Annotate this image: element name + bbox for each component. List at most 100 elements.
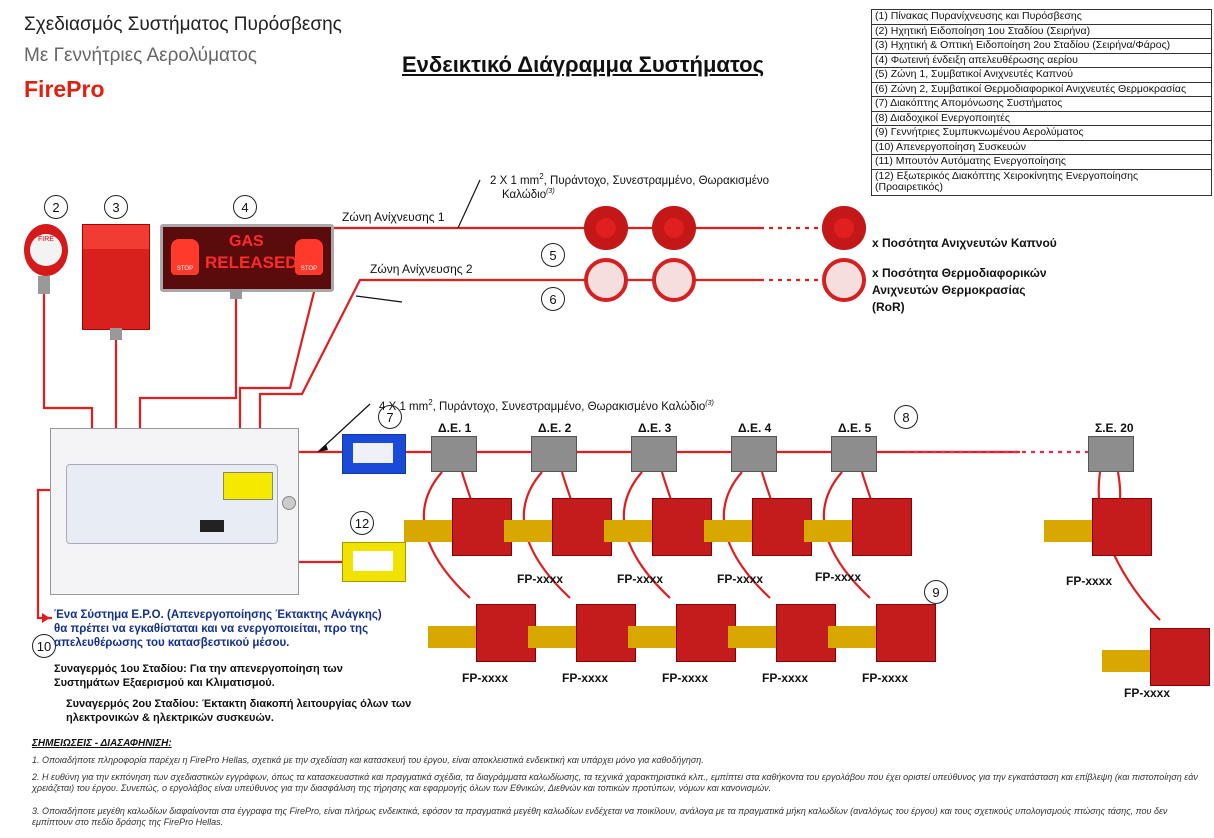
epo-note: Ένα Σύστημα Ε.Ρ.Ο. (Απενεργοποίησης Έκτα… — [54, 608, 424, 650]
legend-item: (2) Ηχητική Ειδοποίηση 1ου Σταδίου (Σειρ… — [872, 25, 1211, 39]
marker-6: 6 — [541, 287, 565, 311]
generator-label: FP-xxxx — [862, 671, 909, 685]
generator-nozzle-icon — [1102, 650, 1150, 672]
gas-sign-text-1: GAS — [229, 233, 264, 250]
aerosol-generator-icon — [676, 604, 736, 662]
marker-3: 3 — [104, 195, 128, 219]
cable-label-2: 4 X 1 mm2, Πυράντοχο, Συνεστραμμένο, Θωρ… — [379, 398, 714, 413]
legend-item: (1) Πίνακας Πυρανίχνευσης και Πυρόσβεσης — [872, 10, 1211, 25]
marker-9: 9 — [924, 580, 948, 604]
activator-label: Δ.Ε. 4 — [738, 421, 772, 435]
marker-4: 4 — [233, 195, 257, 219]
generator-nozzle-icon — [504, 520, 552, 542]
legend-item: (8) Διαδοχικοί Ενεργοποιητές — [872, 112, 1211, 126]
legend-item: (9) Γεννήτριες Συμπυκνωμένου Αερολύματος — [872, 126, 1211, 141]
generator-nozzle-icon — [728, 626, 776, 648]
generator-label: FP-xxxx — [562, 671, 609, 685]
stage-2-line: Συναγερμός 2ου Σταδίου: Έκτακτη διακοπή … — [66, 698, 412, 710]
fire-bell: FIRE — [24, 224, 68, 276]
panel-display-icon — [200, 520, 224, 532]
cable-label-1-cont: Καλώδιο(3) — [502, 188, 555, 201]
legend-item: (5) Ζώνη 1, Συμβατικοί Ανιχνευτές Καπνού — [872, 68, 1211, 83]
generator-label: FP-xxxx — [617, 572, 664, 586]
legend-item: (4) Φωτεινή ένδειξη απελευθέρωσης αερίου — [872, 54, 1211, 68]
gas-sign-text-2: RELEASED — [205, 253, 298, 272]
marker-10: 10 — [32, 634, 56, 658]
stage-1-note: Συναγερμός 1ου Σταδίου: Για την απενεργο… — [54, 662, 343, 690]
generator-label: FP-xxxx — [462, 671, 509, 685]
activator-label: Σ.Ε. 20 — [1095, 421, 1134, 435]
heat-detector-label-3: (RoR) — [872, 300, 905, 314]
generator-nozzle-icon — [404, 520, 452, 542]
aerosol-generator-icon — [752, 498, 812, 556]
marker-12: 12 — [350, 511, 374, 535]
bell-gland-icon — [38, 276, 50, 294]
siren-strobe — [82, 224, 150, 330]
sign-gland-icon — [230, 289, 242, 299]
panel-keyswitch-icon — [282, 496, 296, 510]
generator-label: FP-xxxx — [717, 572, 764, 586]
isolation-switch — [342, 434, 406, 474]
generator-nozzle-icon — [528, 626, 576, 648]
aerosol-generator-icon — [576, 604, 636, 662]
cable-label-1: 2 X 1 mm2, Πυράντοχο, Συνεστραμμένο, Θωρ… — [490, 172, 770, 187]
aerosol-generator-icon — [776, 604, 836, 662]
activator-box-icon — [731, 436, 777, 472]
bell-text: FIRE — [38, 236, 54, 243]
activator-label: Δ.Ε. 2 — [538, 421, 572, 435]
smoke-detector-icon — [584, 206, 628, 250]
legend-item: (12) Εξωτερικός Διακόπτης Χειροκίνητης Ε… — [875, 169, 1139, 193]
note-1: 1. Οποιαδήποτε πληροφορία παρέχει η Fire… — [32, 755, 704, 765]
smoke-detector-icon — [652, 206, 696, 250]
generator-label: FP-xxxx — [1066, 574, 1113, 588]
stop-hand-icon-left: STOP — [171, 239, 199, 275]
stage-1-line: Συναγερμός 1ου Σταδίου: Για την απενεργο… — [54, 663, 343, 675]
heat-detector-label-1: x Ποσότητα Θερμοδιαφορικών — [872, 266, 1047, 280]
generator-label: FP-xxxx — [662, 671, 709, 685]
marker-8: 8 — [894, 405, 918, 429]
activator-box-icon — [531, 436, 577, 472]
siren-gland-icon — [110, 328, 122, 340]
stage-1-line: Συστημάτων Εξαερισμού και Κλιματισμού. — [54, 677, 275, 689]
gas-released-sign: GAS RELEASED STOP STOP — [160, 224, 334, 292]
activator-box-icon — [431, 436, 477, 472]
generator-label: FP-xxxx — [762, 671, 809, 685]
stage-2-note: Συναγερμός 2ου Σταδίου: Έκτακτη διακοπή … — [66, 697, 411, 725]
heat-detector-icon — [652, 258, 696, 302]
aerosol-generator-icon — [1150, 628, 1210, 686]
generator-nozzle-icon — [628, 626, 676, 648]
marker-5: 5 — [541, 243, 565, 267]
note-2: 2. Η ευθύνη για την εκπόνηση των σχεδιασ… — [32, 772, 1198, 793]
activator-box-icon — [831, 436, 877, 472]
generator-nozzle-icon — [604, 520, 652, 542]
page-title: Ενδεικτικό Διάγραμμα Συστήματος — [402, 52, 765, 77]
epo-note-line: Ένα Σύστημα Ε.Ρ.Ο. (Απενεργοποίησης Έκτα… — [54, 609, 382, 621]
smoke-detector-label: x Ποσότητα Ανιχνευτών Καπνού — [872, 236, 1057, 250]
aerosol-generator-icon — [476, 604, 536, 662]
generator-nozzle-icon — [828, 626, 876, 648]
legend-box: (1) Πίνακας Πυρανίχνευσης και Πυρόσβεσης… — [871, 9, 1212, 196]
generator-nozzle-icon — [804, 520, 852, 542]
aerosol-generator-icon — [876, 604, 936, 662]
subtitle-line-1: Σχεδιασμός Συστήματος Πυρόσβεσης — [24, 14, 342, 35]
notes-title: ΣΗΜΕΙΩΣΕΙΣ - ΔΙΑΣΑΦΗΝΙΣΗ: — [32, 738, 172, 749]
aerosol-generator-icon — [652, 498, 712, 556]
epo-note-line: θα πρέπει να εγκαθίσταται και να ενεργοπ… — [54, 623, 369, 635]
legend-item: (11) Μπουτόν Αυτόματης Ενεργοποίησης — [872, 155, 1211, 170]
zone-1-label: Ζώνη Ανίχνευσης 1 — [342, 210, 445, 224]
aerosol-generator-icon — [452, 498, 512, 556]
generator-label: FP-xxxx — [815, 570, 862, 584]
activator-label: Δ.Ε. 1 — [438, 421, 472, 435]
activator-label: Δ.Ε. 3 — [638, 421, 672, 435]
heat-detector-icon — [822, 258, 866, 302]
aerosol-generator-icon — [852, 498, 912, 556]
heat-detector-label-2: Ανιχνευτών Θερμοκρασίας — [872, 283, 1026, 297]
stop-hand-icon-right: STOP — [295, 239, 323, 275]
brand-logo-text: FirePro — [24, 76, 105, 102]
note-3: 3. Οποιαδήποτε μεγέθη καλωδίων διαφαίνον… — [32, 806, 1168, 827]
generator-label: FP-xxxx — [1124, 686, 1171, 700]
manual-release-switch — [342, 542, 406, 582]
activator-box-icon — [631, 436, 677, 472]
legend-item: (10) Απενεργοποίηση Συσκευών — [872, 141, 1211, 155]
